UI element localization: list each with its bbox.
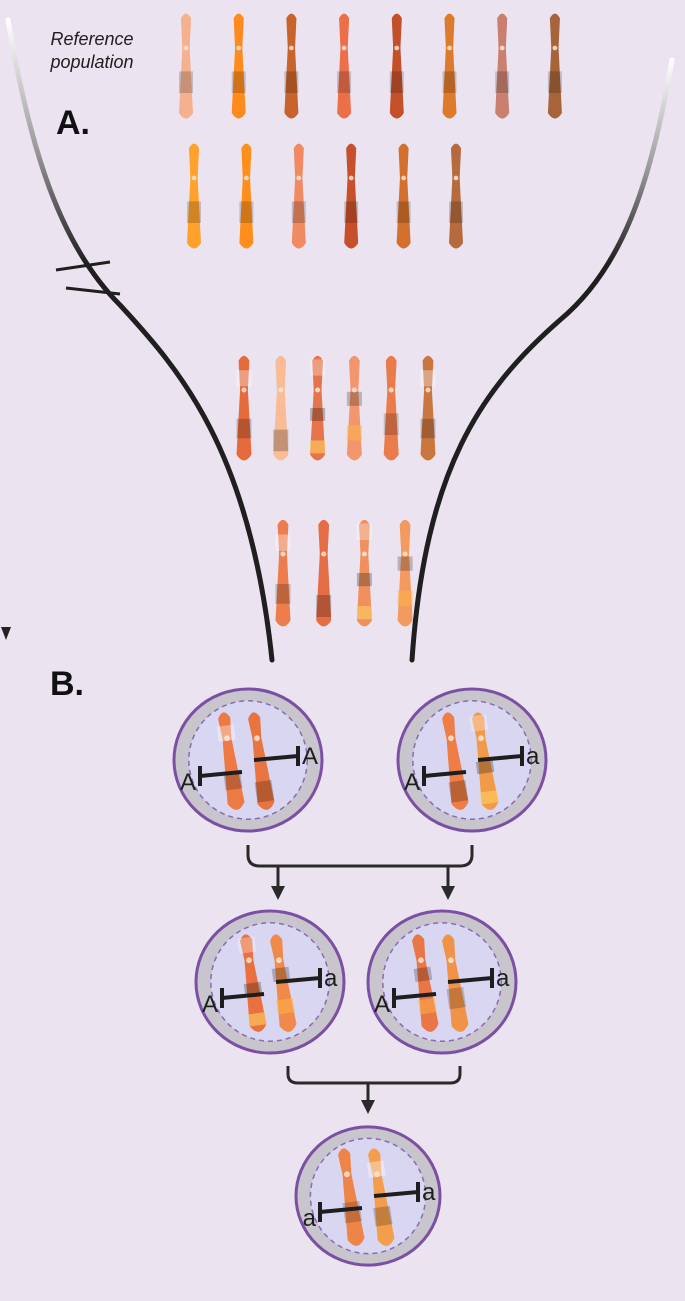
chromosome [495, 13, 510, 119]
chromosome [420, 355, 436, 461]
allele-label-left: A [404, 769, 420, 796]
allele-label-right: a [496, 965, 510, 992]
allele-marker-left [318, 1202, 363, 1222]
arrowhead [441, 886, 455, 900]
panel-label-b: B. [50, 665, 84, 703]
chromosome [231, 13, 246, 119]
generation-break-mark [55, 260, 121, 296]
inbred-generation-row-1 [236, 355, 436, 461]
reference-population-row-1 [179, 13, 562, 119]
allele-label-right: a [422, 1179, 436, 1206]
reference-population-label-line2: population [49, 52, 133, 72]
chromosome [291, 143, 306, 249]
grand-offspring-cell-homozygous-recessive: aa [294, 1125, 442, 1267]
cross-connector-2 [286, 1066, 462, 1102]
cell-nucleus [412, 700, 532, 820]
allele-label-left: A [374, 991, 390, 1018]
chromosome [187, 143, 201, 249]
panel-label-a: A. [56, 104, 90, 142]
offspring-cell-heterozygous-left: Aa [194, 909, 346, 1055]
arrowhead [361, 1100, 375, 1114]
parent-cell-homozygous-dominant: AA [172, 687, 324, 833]
chromosome [310, 355, 326, 461]
offspring-cell-heterozygous-right: Aa [366, 909, 518, 1055]
chromosome [284, 13, 299, 119]
inbred-generation-row-2 [275, 519, 413, 627]
allele-label-left: a [303, 1205, 317, 1232]
chromosome [179, 13, 193, 119]
chromosome [397, 519, 413, 627]
chromosome [442, 13, 457, 119]
chromosome [337, 13, 352, 119]
chromosome [449, 143, 463, 249]
arrowhead [271, 886, 285, 900]
chromosome [396, 143, 411, 249]
chromosome [356, 519, 372, 627]
allele-marker-left [198, 766, 243, 786]
chromosome [275, 519, 291, 627]
cell-nucleus [210, 922, 330, 1042]
chromosome [236, 355, 252, 461]
chromosome [239, 143, 254, 249]
funnel-left-wall [5, 17, 275, 663]
chromosome [237, 934, 267, 1032]
chromosome [316, 519, 332, 627]
chromosome [346, 355, 362, 461]
allele-label-right: a [526, 743, 540, 770]
allele-marker-right [477, 746, 524, 766]
allele-label-left: A [202, 991, 218, 1018]
cell-nucleus [382, 922, 502, 1042]
time-arrow [1, 28, 11, 640]
chromosome [216, 712, 245, 810]
funnel-right-wall [409, 57, 675, 663]
chromosome [442, 712, 469, 810]
chromosome [273, 355, 289, 461]
reference-population-row-2 [187, 143, 463, 249]
allele-label-left: A [180, 769, 196, 796]
allele-label-right: A [302, 743, 318, 770]
allele-marker-right [447, 968, 494, 988]
allele-marker-right [275, 968, 322, 988]
chromosome [383, 355, 399, 461]
chromosome [547, 13, 562, 119]
allele-marker-left [392, 988, 437, 1008]
allele-marker-right [253, 746, 300, 766]
allele-marker-left [422, 766, 467, 786]
chromosome [412, 934, 439, 1032]
parent-cell-heterozygous: Aa [396, 687, 548, 833]
cell-nucleus [188, 700, 308, 820]
allele-label-right: a [324, 965, 338, 992]
chromosome [344, 143, 359, 249]
reference-population-label-line1: Reference [50, 29, 133, 49]
cell-nucleus [309, 1137, 427, 1255]
allele-marker-left [220, 988, 265, 1008]
chromosome [389, 13, 404, 119]
cross-connector-1 [246, 845, 474, 888]
allele-marker-right [373, 1182, 420, 1202]
